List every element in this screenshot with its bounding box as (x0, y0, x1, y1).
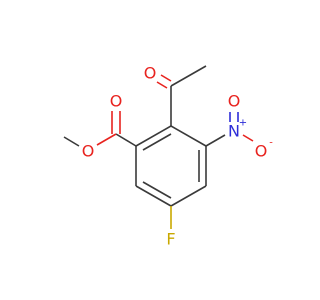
molecule-structure: O O O N + O - O F (63, 64, 273, 249)
nitro-oxygen-anion-charge: - (269, 138, 273, 149)
ring-bond-c2-c3 (170, 125, 207, 147)
ester-carbonyl-oxygen: O (110, 92, 123, 111)
ring-bond-c1-c2 (135, 125, 172, 147)
acetyl-co-double-1 (156, 81, 168, 89)
fluorine-atom: F (166, 230, 175, 249)
acetyl-co-double-2 (160, 74, 172, 82)
ester-c-o-single (96, 133, 117, 146)
ester-o-methyl (63, 136, 80, 147)
bonds (63, 65, 254, 229)
nitro-oxygen: O (228, 92, 241, 111)
ring-bond-c1-c2-inner (142, 133, 172, 151)
ring-bond-c5-c6-inner (142, 181, 172, 199)
acetyl-oxygen: O (144, 64, 157, 83)
ester-oxygen: O (82, 142, 95, 161)
acetyl-bond-methyl (170, 65, 207, 87)
nitro-oxygen-anion: O (255, 142, 268, 161)
nitro-bond-ring (205, 134, 226, 147)
ring-bond-c5-c6 (135, 185, 172, 207)
nitro-n-o-minus (242, 134, 254, 142)
ester-bond-ring (115, 133, 137, 147)
nitro-nitrogen-charge: + (239, 118, 247, 129)
atom-labels: O O O N + O - O F (82, 64, 273, 249)
nitro-nitrogen: N (228, 122, 240, 141)
ring-bond-c4-c5 (170, 185, 207, 207)
